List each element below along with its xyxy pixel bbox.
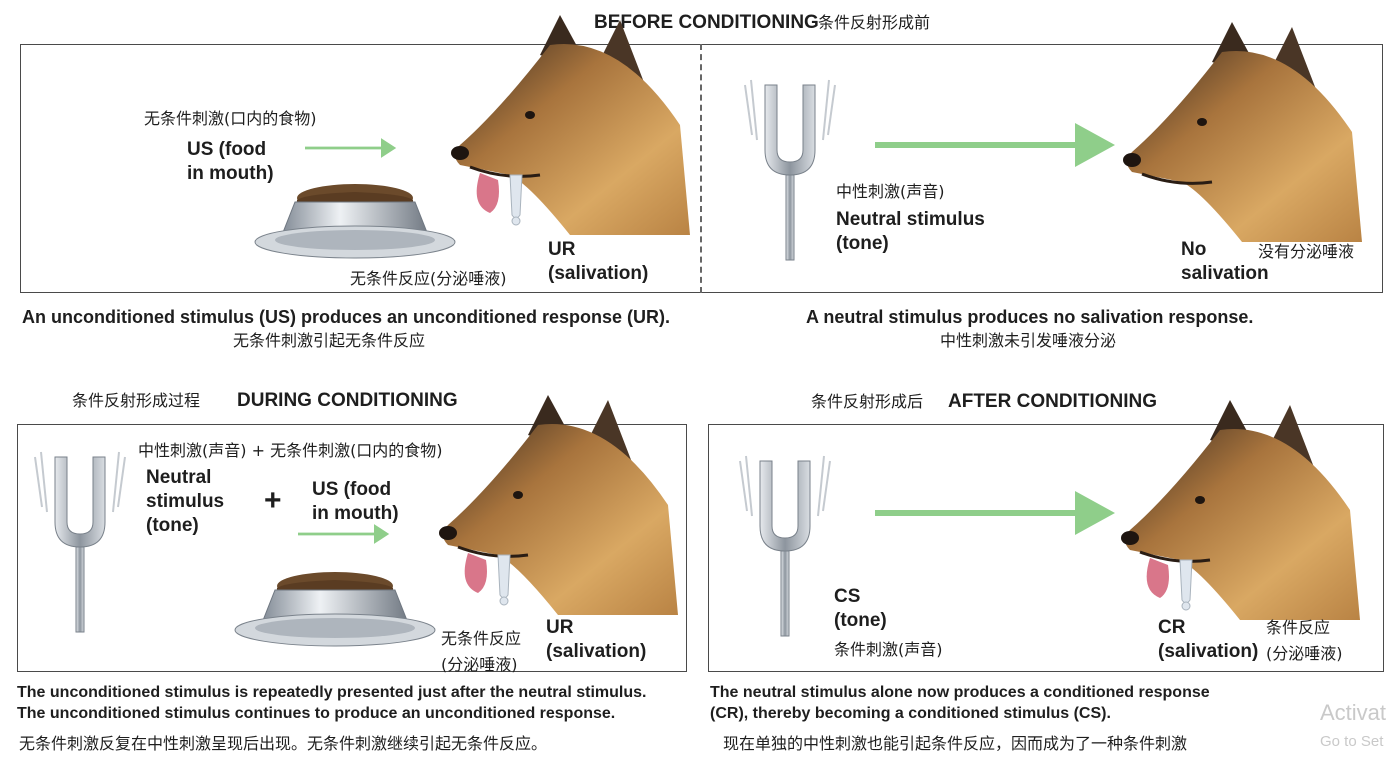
dog-head-icon <box>1120 400 1365 625</box>
divider-dashed <box>700 44 702 293</box>
arrow-right-icon <box>298 524 390 544</box>
tuning-fork-icon <box>739 455 831 637</box>
ur-zh: 无条件反应(分泌唾液) <box>350 269 507 288</box>
ur-label: UR (salivation) <box>548 239 649 284</box>
after-heading: AFTER CONDITIONING <box>948 391 1157 412</box>
caption-before-left-zh: 无条件刺激引起无条件反应 <box>233 331 426 350</box>
caption-before-right: A neutral stimulus produces no salivatio… <box>806 307 1254 327</box>
during-us-label: US (food in mouth) <box>312 479 399 524</box>
cs-label: CS (tone) <box>834 586 887 631</box>
arrow-right-icon <box>305 138 397 158</box>
before-heading-zh: 条件反射形成前 <box>818 13 931 32</box>
us-label: US (food in mouth) <box>187 139 274 184</box>
combo-zh: 中性刺激(声音) + 无条件刺激(口内的食物) <box>138 441 443 460</box>
caption-during-zh: 无条件刺激反复在中性刺激呈现后出现。无条件刺激继续引起无条件反应。 <box>19 734 548 753</box>
during-ur-zh: 无条件反应 (分泌唾液) <box>441 629 522 674</box>
after-heading-zh: 条件反射形成后 <box>811 392 924 411</box>
during-heading: DURING CONDITIONING <box>237 390 458 411</box>
no-salivation-label: No salivation <box>1181 239 1269 284</box>
cs-zh: 条件刺激(声音) <box>834 640 943 659</box>
cr-zh: 条件反应 (分泌唾液) <box>1266 618 1343 663</box>
food-bowl-icon <box>234 571 436 647</box>
activate-watermark-sub: Go to Set <box>1320 733 1384 750</box>
before-heading: BEFORE CONDITIONING <box>594 12 819 33</box>
cr-label: CR (salivation) <box>1158 617 1259 662</box>
during-ur-label: UR (salivation) <box>546 617 647 662</box>
dog-head-icon <box>438 395 683 620</box>
after-conditioning-panel <box>708 424 1384 672</box>
dog-head-icon <box>450 15 695 240</box>
tuning-fork-icon <box>34 451 126 633</box>
food-bowl-icon <box>254 183 456 259</box>
no-salivation-zh: 没有分泌唾液 <box>1258 242 1355 261</box>
during-conditioning-panel <box>17 424 687 672</box>
neutral-label: Neutral stimulus (tone) <box>836 209 985 254</box>
us-zh: 无条件刺激(口内的食物) <box>144 109 317 128</box>
plus-sign: + <box>264 484 282 517</box>
arrow-right-icon <box>875 491 1115 535</box>
caption-before-right-zh: 中性刺激未引发唾液分泌 <box>940 331 1117 350</box>
caption-after: The neutral stimulus alone now produces … <box>710 684 1210 722</box>
tuning-fork-icon <box>744 79 836 261</box>
caption-during: The unconditioned stimulus is repeatedly… <box>17 684 647 722</box>
during-heading-zh: 条件反射形成过程 <box>72 391 201 410</box>
dog-head-icon <box>1121 20 1364 244</box>
caption-before-left: An unconditioned stimulus (US) produces … <box>22 307 671 327</box>
activate-watermark: Activat <box>1320 700 1387 725</box>
during-neutral-label: Neutral stimulus (tone) <box>146 467 225 536</box>
neutral-zh: 中性刺激(声音) <box>836 182 945 201</box>
caption-after-zh: 现在单独的中性刺激也能引起条件反应，因而成为了一种条件刺激 <box>723 734 1188 753</box>
